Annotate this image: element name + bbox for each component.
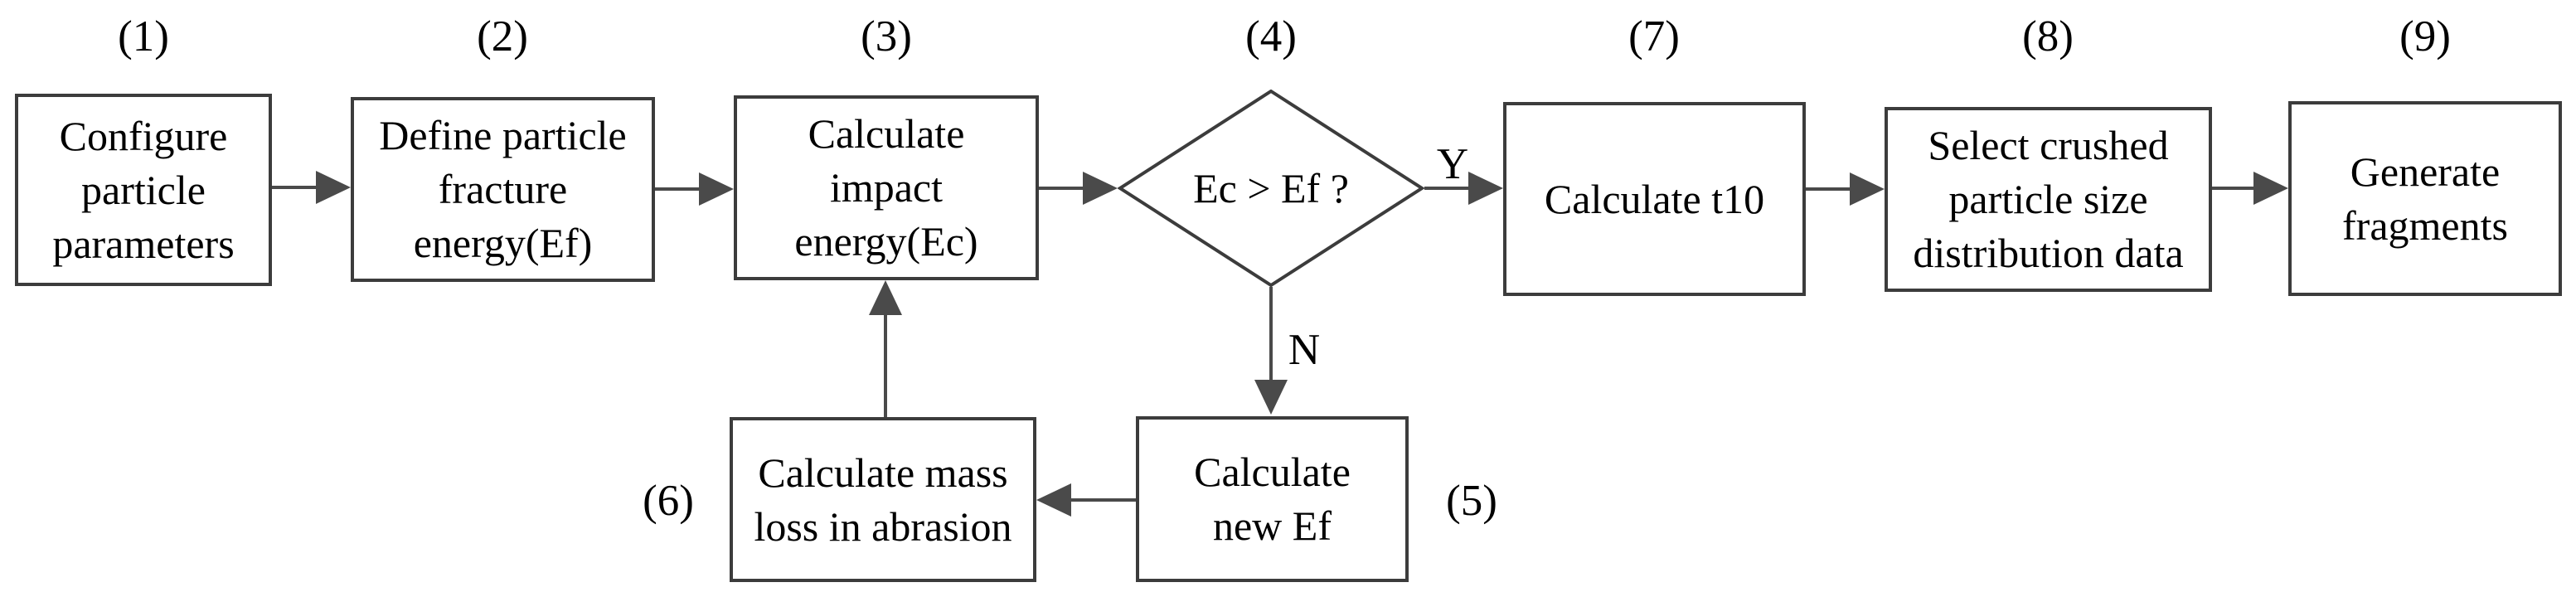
arrow-1-to-2 <box>272 171 351 204</box>
node-6-number: (6) <box>643 477 694 525</box>
arrow-3-to-4 <box>1039 172 1118 205</box>
node-2-box: Define particle fracture energy(Ef) <box>351 97 655 282</box>
edge-label-no: N <box>1288 326 1321 374</box>
node-1-number: (1) <box>118 12 169 61</box>
arrow-2-to-3 <box>655 172 734 206</box>
node-1-box: Configure particle parameters <box>15 94 272 286</box>
node-4-decision: Ec > Ef ? <box>1118 90 1424 287</box>
node-4-number: (4) <box>1245 12 1297 61</box>
edge-label-yes: Y <box>1436 140 1469 188</box>
node-8-box: Select crushed particle size distributio… <box>1885 107 2212 292</box>
node-5-box: Calculate new Ef <box>1136 416 1409 582</box>
diamond-shape <box>1118 90 1424 287</box>
node-5-number: (5) <box>1446 477 1497 525</box>
node-3-box: Calculate impact energy(Ec) <box>734 95 1039 280</box>
node-9-box: Generate fragments <box>2288 101 2562 296</box>
arrow-5-to-6 <box>1036 483 1136 517</box>
node-3-number: (3) <box>861 12 912 61</box>
node-2-number: (2) <box>477 12 528 61</box>
arrow-6-to-3 <box>869 280 902 417</box>
node-7-number: (7) <box>1628 12 1680 61</box>
arrow-8-to-9 <box>2212 172 2288 205</box>
node-8-number: (8) <box>2022 12 2074 61</box>
arrow-7-to-8 <box>1806 172 1885 206</box>
node-7-box: Calculate t10 <box>1503 102 1806 296</box>
node-4-label: Ec > Ef ? <box>1193 165 1349 211</box>
node-6-box: Calculate mass loss in abrasion <box>730 417 1036 582</box>
node-9-number: (9) <box>2399 12 2451 61</box>
